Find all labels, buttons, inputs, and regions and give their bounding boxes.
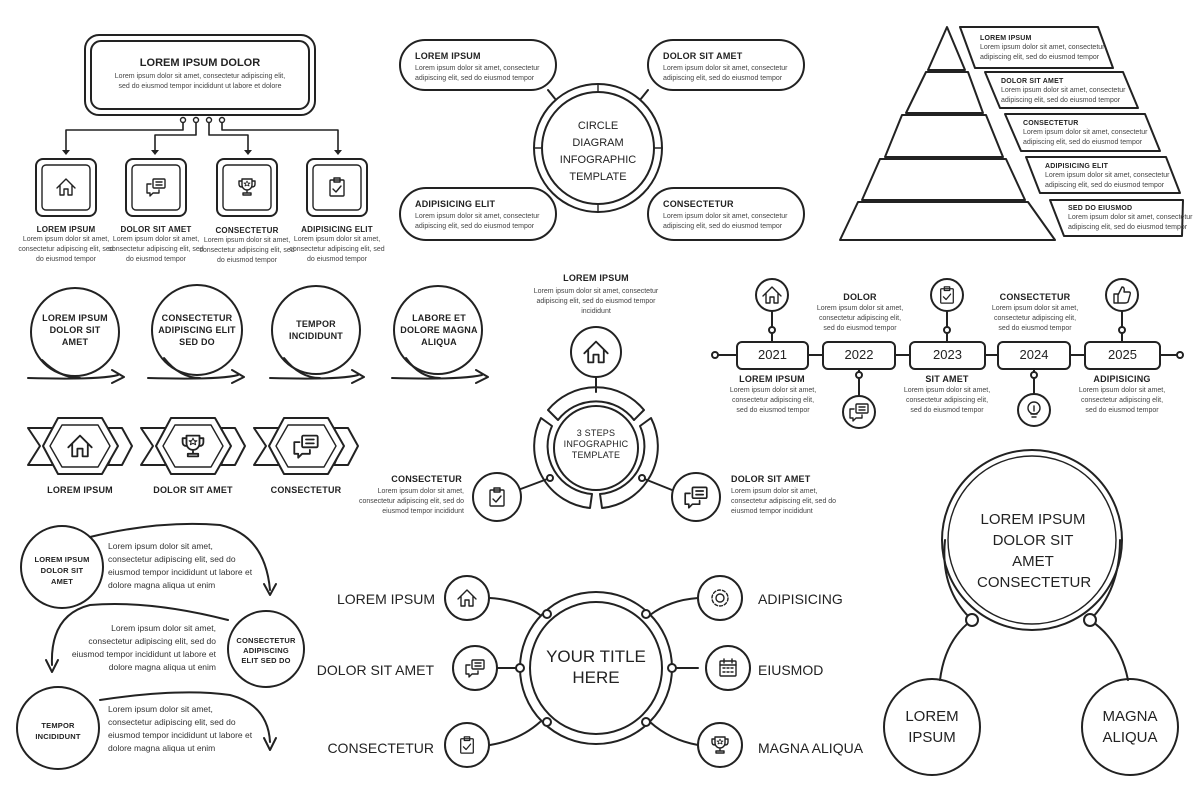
pyramid-title: SED DO EIUSMOD xyxy=(1068,205,1133,212)
circle-diagram-pills xyxy=(399,39,805,241)
hierarchy-title-box-inner xyxy=(90,40,310,110)
hierarchy-item-body: Lorem ipsum dolor sit amet, consectetur … xyxy=(289,236,385,263)
hierarchy-item-body: Lorem ipsum dolor sit amet, consectetur … xyxy=(199,237,295,264)
hierarchy-item-title: ADIPISICING ELIT xyxy=(301,225,373,234)
circle-item-body: Lorem ipsum dolor sit amet, consectetur … xyxy=(663,213,788,230)
timeline-title: LOREM IPSUM xyxy=(739,374,805,384)
flow-body: Lorem ipsum dolor sit amet, consectetur … xyxy=(108,704,253,753)
pyramid-body: Lorem ipsum dolor sit amet, consectetur … xyxy=(1045,172,1170,189)
timeline-body: Lorem ipsum dolor sit amet, consectetur … xyxy=(991,305,1079,332)
flow-circle-label: CONSECTETUR ADIPISCING ELIT SED DO xyxy=(236,636,296,665)
step-title: CONSECTETUR xyxy=(391,474,462,484)
hexagon-label: CONSECTETUR xyxy=(270,485,342,495)
flow-body: Lorem ipsum dolor sit amet, consectetur … xyxy=(108,541,253,590)
pyramid-body: Lorem ipsum dolor sit amet, consectetur … xyxy=(980,44,1105,61)
circle-tree-left: LOREM IPSUM xyxy=(905,708,959,746)
three-steps-ring xyxy=(472,326,721,522)
wheel-left-label: DOLOR SIT AMET xyxy=(316,662,434,678)
hierarchy-item-title: LOREM IPSUM xyxy=(36,225,96,234)
clipboard-icon xyxy=(329,177,345,197)
circle-item-title: LOREM IPSUM xyxy=(415,51,481,61)
circle-item-title: DOLOR SIT AMET xyxy=(663,51,743,61)
timeline-body: Lorem ipsum dolor sit amet, consectetur … xyxy=(729,387,817,414)
timeline-year: 2022 xyxy=(844,347,874,362)
hierarchy-item-title: CONSECTETUR xyxy=(215,226,279,235)
hierarchy-title-box-outer xyxy=(84,34,316,116)
trophy-icon xyxy=(238,178,256,196)
flow-circle-label: TEMPOR INCIDIDUNT xyxy=(35,721,81,741)
pyramid-body: Lorem ipsum dolor sit amet, consectetur … xyxy=(1023,129,1148,146)
wheel-left-label: CONSECTETUR xyxy=(327,740,434,756)
wheel-right-label: EIUSMOD xyxy=(758,662,824,678)
wheel-left-label: LOREM IPSUM xyxy=(336,591,435,607)
pyramid-title: LOREM IPSUM xyxy=(980,35,1032,42)
hierarchy-connectors xyxy=(65,121,339,151)
pyramid-title: DOLOR SIT AMET xyxy=(1001,78,1064,85)
circle-item-body: Lorem ipsum dolor sit amet, consectetur … xyxy=(663,65,788,82)
timeline-title: DOLOR xyxy=(843,292,877,302)
step-title: LOREM IPSUM xyxy=(563,273,629,283)
timeline-title: ADIPISICING xyxy=(1093,374,1151,384)
timeline-body: Lorem ipsum dolor sit amet, consectetur … xyxy=(1078,387,1166,414)
step-body: Lorem ipsum dolor sit amet, consectetur … xyxy=(358,488,464,515)
hierarchy-item-boxes xyxy=(35,158,368,217)
timeline-track xyxy=(711,278,1184,429)
timeline-body: Lorem ipsum dolor sit amet, consectetur … xyxy=(816,305,904,332)
timeline-year: 2021 xyxy=(758,347,787,362)
hierarchy-body: Lorem ipsum dolor sit amet, consectetur … xyxy=(114,73,286,90)
hierarchy-item-body: Lorem ipsum dolor sit amet, consectetur … xyxy=(108,236,204,263)
flow-circle-label: LOREM IPSUM DOLOR SIT AMET xyxy=(34,555,90,586)
timeline-year: 2025 xyxy=(1108,347,1137,362)
hierarchy-item-body: Lorem ipsum dolor sit amet, consectetur … xyxy=(18,236,114,263)
step-body: Lorem ipsum dolor sit amet, consectetur … xyxy=(533,288,659,315)
speech-bubbles xyxy=(27,284,489,384)
wheel-right-label: ADIPISICING xyxy=(758,591,843,607)
timeline-title: SIT AMET xyxy=(925,374,969,384)
circle-tree-right: MAGNA ALIQUA xyxy=(1102,708,1158,746)
step-body: Lorem ipsum dolor sit amet, consectetur … xyxy=(731,488,837,515)
pyramid-body: Lorem ipsum dolor sit amet, consectetur … xyxy=(1068,214,1193,231)
circle-tree xyxy=(883,449,1179,776)
hexagon-label: DOLOR SIT AMET xyxy=(153,485,233,495)
pyramid xyxy=(839,26,1184,241)
circle-tree-main: LOREM IPSUM DOLOR SIT AMET CONSECTETUR xyxy=(977,511,1092,591)
bubble-label: LOREM IPSUM DOLOR SIT AMET xyxy=(42,313,108,347)
hierarchy-item-title: DOLOR SIT AMET xyxy=(120,225,192,234)
step-title: DOLOR SIT AMET xyxy=(731,474,811,484)
circle-diagram-center: CIRCLE DIAGRAM INFOGRAPHIC TEMPLATE xyxy=(559,120,637,183)
pyramid-title: ADIPISICING ELIT xyxy=(1045,163,1109,170)
three-steps-center: 3 STEPS INFOGRAPHIC TEMPLATE xyxy=(563,428,629,460)
pyramid-title: CONSECTETUR xyxy=(1023,120,1079,127)
hierarchy-title: LOREM IPSUM DOLOR xyxy=(139,57,261,69)
hexagon-label: LOREM IPSUM xyxy=(47,485,113,495)
home-icon xyxy=(56,178,76,196)
bubble-label: CONSECTETUR ADIPISCING ELIT SED DO xyxy=(158,313,236,347)
wheel-center-title: YOUR TITLE HERE xyxy=(546,647,646,687)
timeline-title: CONSECTETUR xyxy=(999,292,1071,302)
bubble-label: TEMPOR INCIDIDUNT xyxy=(289,319,343,341)
bubble-label: LABORE ET DOLORE MAGNA ALIQUA xyxy=(400,313,478,347)
wheel-right-label: MAGNA ALIQUA xyxy=(758,740,864,756)
flow-arrows xyxy=(16,522,305,770)
circle-item-title: CONSECTETUR xyxy=(663,199,734,209)
timeline-body: Lorem ipsum dolor sit amet, consectetur … xyxy=(903,387,991,414)
pyramid-body: Lorem ipsum dolor sit amet, consectetur … xyxy=(1001,87,1126,104)
timeline-year: 2023 xyxy=(933,347,962,362)
circle-item-body: Lorem ipsum dolor sit amet, consectetur … xyxy=(415,65,540,82)
chat-icon xyxy=(146,178,166,197)
hexagon-chevrons xyxy=(27,417,359,475)
circle-item-body: Lorem ipsum dolor sit amet, consectetur … xyxy=(415,213,540,230)
flow-body: Lorem ipsum dolor sit amet, consectetur … xyxy=(71,623,216,672)
title-wheel xyxy=(444,575,751,768)
circle-item-title: ADIPISICING ELIT xyxy=(415,199,496,209)
timeline-year: 2024 xyxy=(1019,347,1049,362)
